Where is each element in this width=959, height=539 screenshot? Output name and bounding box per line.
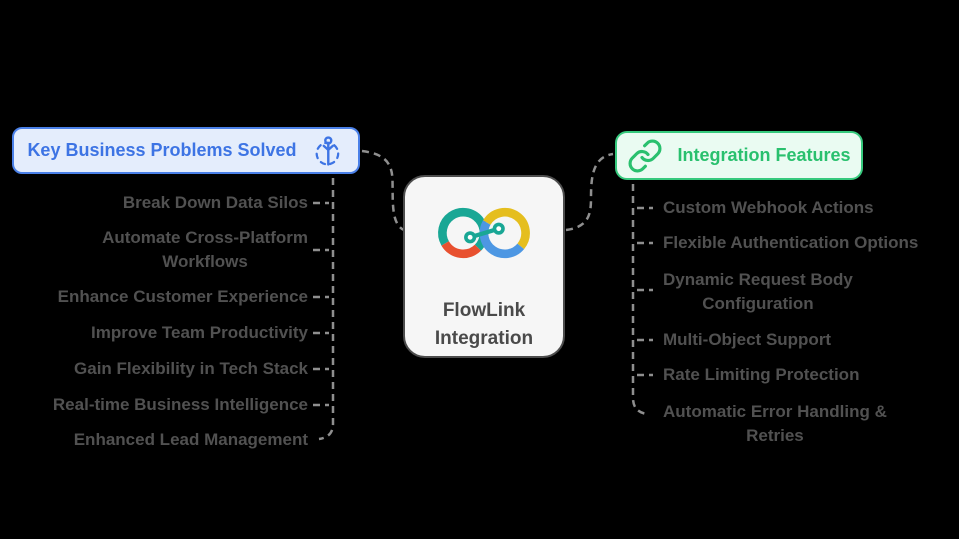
feature-item: Rate Limiting Protection	[663, 365, 860, 384]
problem-item: Gain Flexibility in Tech Stack	[74, 359, 308, 378]
feature-item: Automatic Error Handling & Retries	[663, 402, 887, 445]
connector-left-spine	[318, 178, 335, 441]
person-focus-icon	[311, 133, 345, 169]
problem-item: Enhance Customer Experience	[57, 287, 308, 306]
feature-item: Custom Webhook Actions	[663, 198, 874, 217]
connector-right-spine	[631, 184, 648, 416]
integration-features-label: Integration Features	[677, 145, 851, 165]
flowlink-integration-node[interactable]: FlowLink Integration	[403, 175, 565, 358]
flowlink-infinity-logo	[438, 207, 530, 259]
problem-item: Enhanced Lead Management	[73, 430, 308, 449]
key-business-problems-node[interactable]: Key Business Problems Solved	[12, 127, 360, 174]
key-business-problems-label: Key Business Problems Solved	[27, 140, 297, 160]
problem-item: Real-time Business Intelligence	[52, 395, 308, 414]
link-icon	[627, 138, 663, 174]
problem-item: Improve Team Productivity	[91, 323, 308, 342]
integration-features-node[interactable]: Integration Features	[615, 131, 863, 180]
problem-item: Automate Cross-Platform Workflows	[102, 228, 308, 271]
features-list: Custom Webhook Actions Flexible Authenti…	[663, 0, 955, 539]
connector-right-curve	[565, 152, 614, 232]
problems-list: Break Down Data Silos Automate Cross-Pla…	[0, 0, 308, 539]
problem-item: Break Down Data Silos	[122, 193, 308, 212]
feature-item: Multi-Object Support	[663, 330, 832, 349]
center-node-title: FlowLink Integration	[434, 300, 534, 349]
feature-item: Flexible Authentication Options	[663, 233, 919, 252]
connector-left-curve	[361, 149, 405, 232]
feature-item: Dynamic Request Body Configuration	[663, 270, 853, 313]
